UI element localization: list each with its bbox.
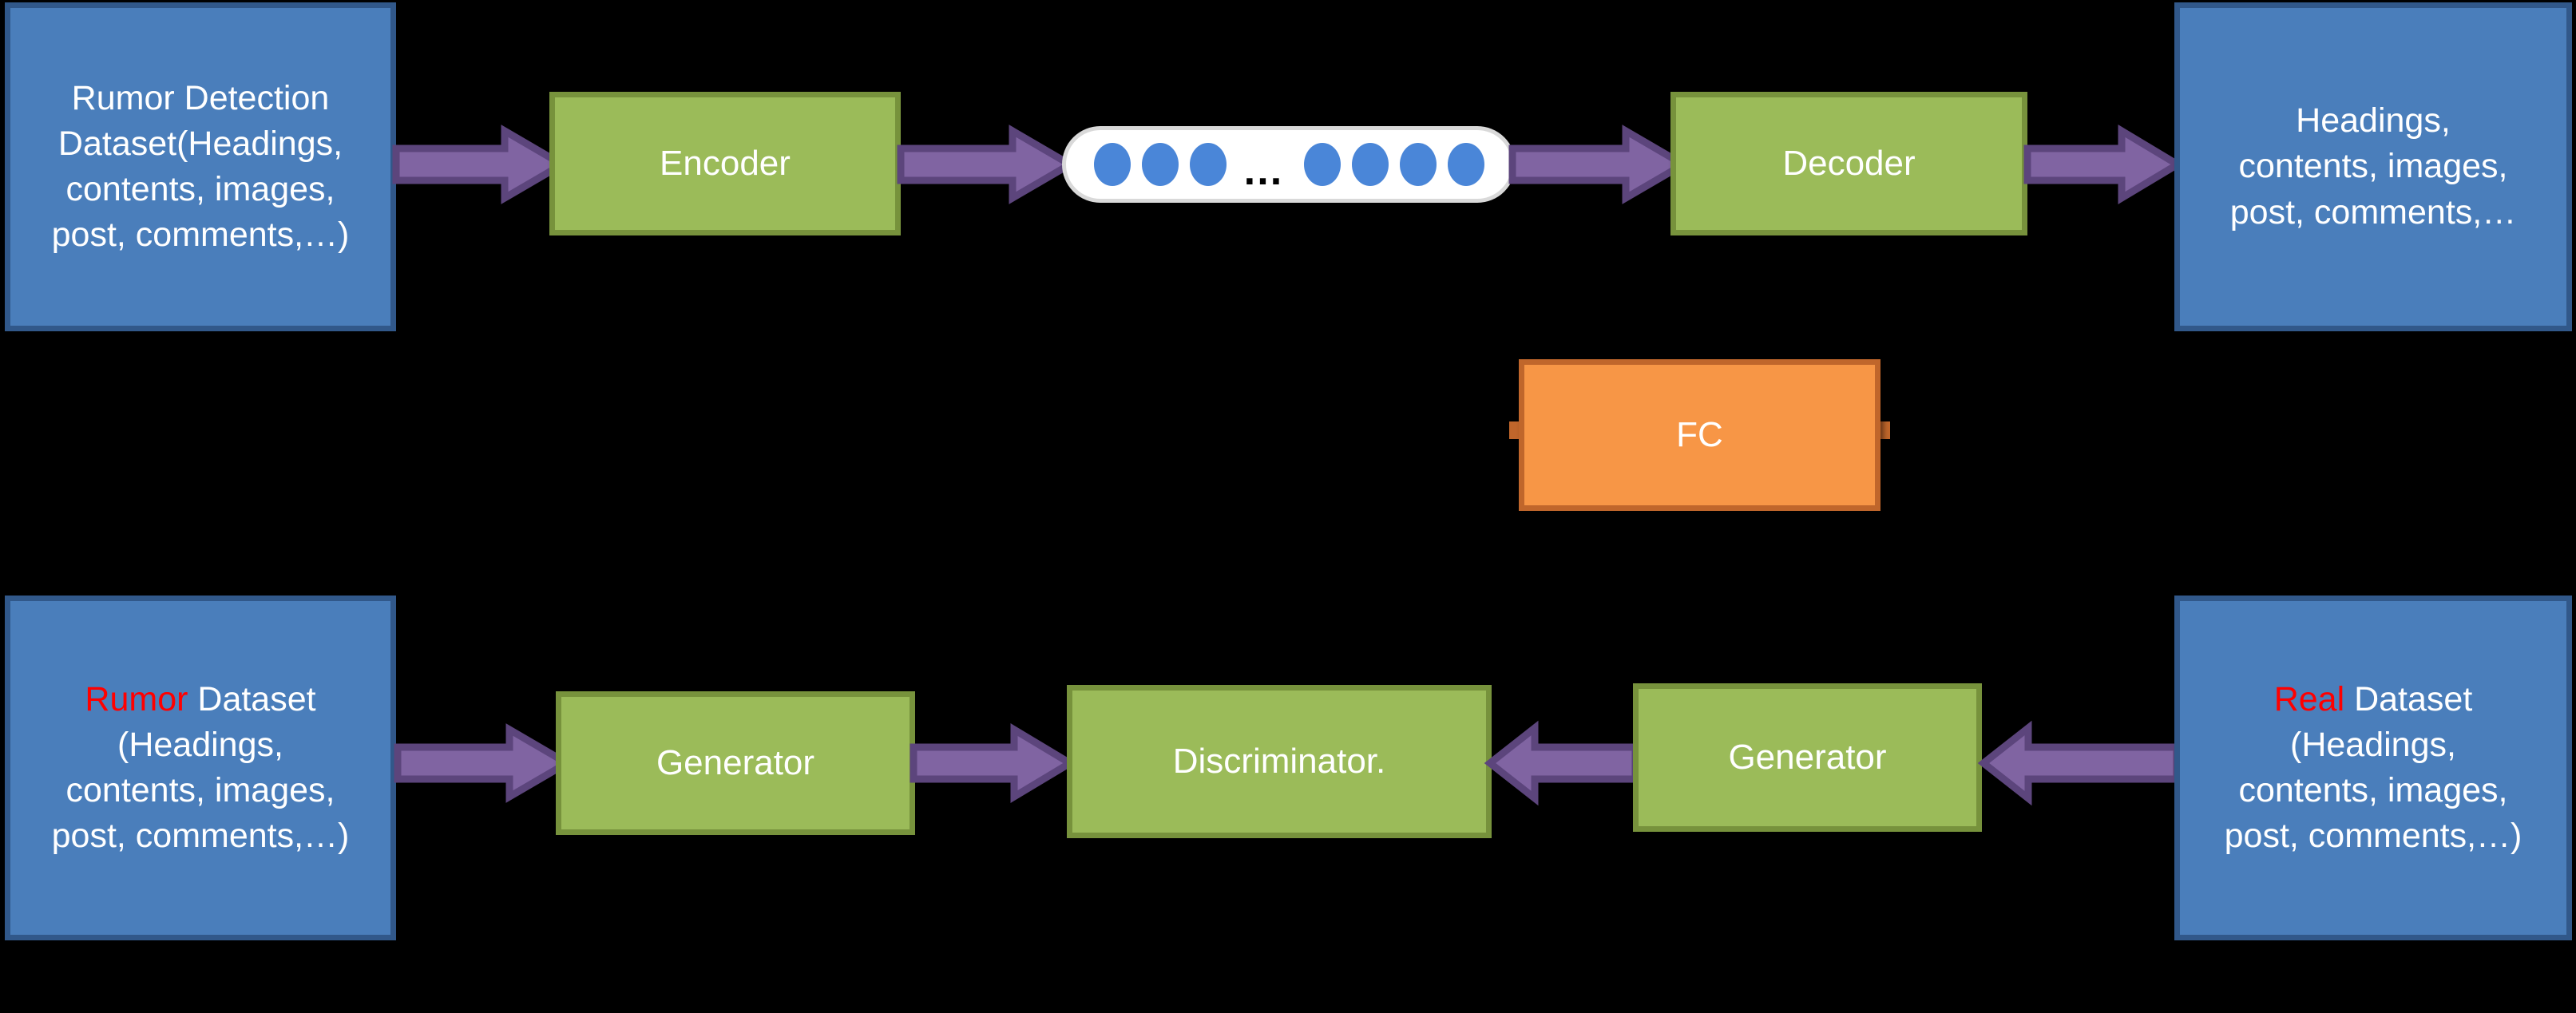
fc-label: FC xyxy=(1676,415,1723,454)
rumor-dataset-box[interactable]: Rumor Dataset (Headings, contents, images… xyxy=(5,596,396,940)
output-dataset-label: Headings, contents, images, post, commen… xyxy=(2229,101,2517,231)
latent-ellipsis-icon: … xyxy=(1242,147,1288,194)
rumor-dataset-highlight: Rumor xyxy=(85,679,188,718)
real-dataset-box[interactable]: Real Dataset (Headings, contents, images,… xyxy=(2174,596,2572,940)
discriminator-box[interactable]: Discriminator. xyxy=(1067,685,1492,838)
latent-dot-icon xyxy=(1399,143,1437,186)
encoder-box[interactable]: Encoder xyxy=(549,92,901,235)
arrow-decoder-to-output xyxy=(2023,125,2185,204)
latent-dot-icon xyxy=(1093,143,1131,186)
real-dataset-highlight: Real xyxy=(2273,679,2345,718)
arrow-rumor-to-generator xyxy=(394,723,574,803)
output-dataset-box[interactable]: Headings, contents, images, post, commen… xyxy=(2174,2,2572,331)
latent-dot-icon xyxy=(1351,143,1389,186)
generator-right-box[interactable]: Generator xyxy=(1633,683,1982,832)
encoder-label: Encoder xyxy=(660,144,791,183)
rumor-dataset-detail: (Headings, contents, images, post, comme… xyxy=(51,725,350,856)
generator-right-label: Generator xyxy=(1728,738,1887,777)
fc-box[interactable]: FC xyxy=(1519,359,1880,511)
arrow-input-to-encoder xyxy=(392,125,569,204)
decoder-label: Decoder xyxy=(1782,144,1916,183)
latent-dot-icon xyxy=(1141,143,1179,186)
real-dataset-detail: (Headings, contents, images, post, comme… xyxy=(2224,725,2522,856)
latent-dot-icon xyxy=(1303,143,1341,186)
arrow-real-to-generator-right xyxy=(1977,720,2181,806)
latent-dot-icon xyxy=(1189,143,1227,186)
input-dataset-label: Rumor Detection Dataset(Headings, conten… xyxy=(51,78,350,255)
arrow-latent-to-decoder xyxy=(1508,125,1690,204)
decoder-box[interactable]: Decoder xyxy=(1670,92,2027,235)
discriminator-label: Discriminator. xyxy=(1172,742,1386,781)
generator-left-label: Generator xyxy=(656,743,815,782)
arrow-encoder-to-latent xyxy=(897,125,1077,204)
rumor-dataset-label: Rumor Dataset (Headings, contents, images… xyxy=(25,677,376,860)
rumor-dataset-rest: Dataset xyxy=(188,679,316,718)
generator-left-box[interactable]: Generator xyxy=(556,691,915,835)
latent-vector-pill[interactable]: … xyxy=(1062,126,1516,203)
latent-dot-icon xyxy=(1447,143,1484,186)
real-dataset-rest: Dataset xyxy=(2344,679,2473,718)
input-dataset-box[interactable]: Rumor Detection Dataset(Headings, conten… xyxy=(5,2,396,331)
arrow-generator-right-to-discriminator xyxy=(1484,720,1639,806)
arrow-generator-to-discriminator xyxy=(910,723,1077,803)
real-dataset-label: Real Dataset (Headings, contents, images,… xyxy=(2194,677,2552,860)
